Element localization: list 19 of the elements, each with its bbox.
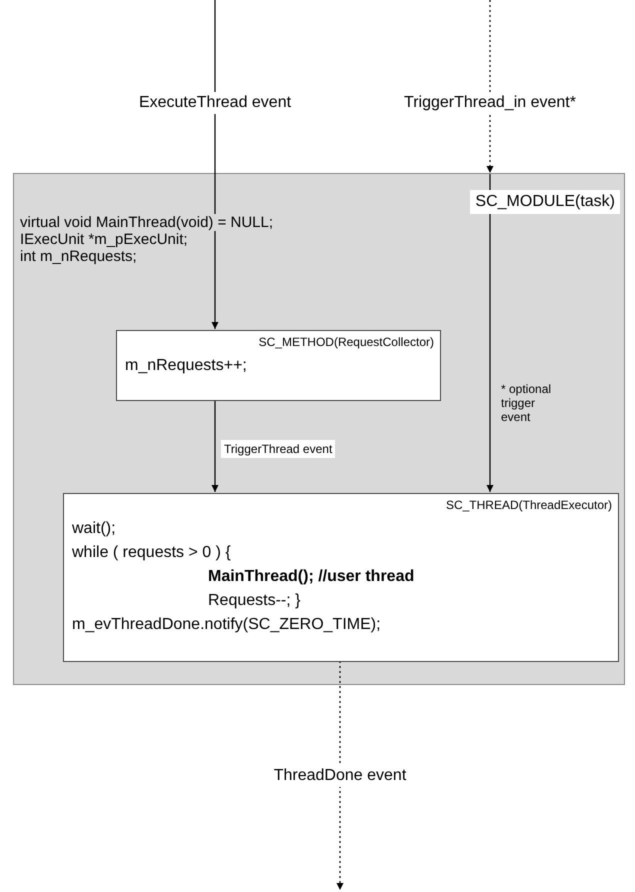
- arrow: [486, 0, 494, 173]
- code-line: MainThread(); //user thread: [208, 568, 414, 586]
- code-line: m_evThreadDone.notify(SC_ZERO_TIME);: [72, 616, 381, 634]
- code-box: [116, 330, 441, 401]
- code-line: m_nRequests++;: [125, 357, 247, 375]
- arrow: [212, 0, 218, 329]
- code-line: while ( requests > 0 ) {: [72, 544, 231, 562]
- code-box: [63, 493, 619, 662]
- module-box: [13, 173, 625, 685]
- arrow: [336, 661, 344, 890]
- arrow: [212, 400, 218, 492]
- block-heading: SC_METHOD(RequestCollector): [258, 335, 434, 349]
- block-heading: SC_THREAD(ThreadExecutor): [446, 498, 612, 512]
- arrow: [486, 174, 494, 492]
- block-heading: SC_MODULE(task): [470, 190, 620, 214]
- edge-label: TriggerThread_in event*: [401, 92, 579, 114]
- code-line: Requests--; }: [208, 592, 300, 610]
- code-line: wait();: [72, 520, 116, 538]
- edge-label: TriggerThread event: [221, 440, 336, 458]
